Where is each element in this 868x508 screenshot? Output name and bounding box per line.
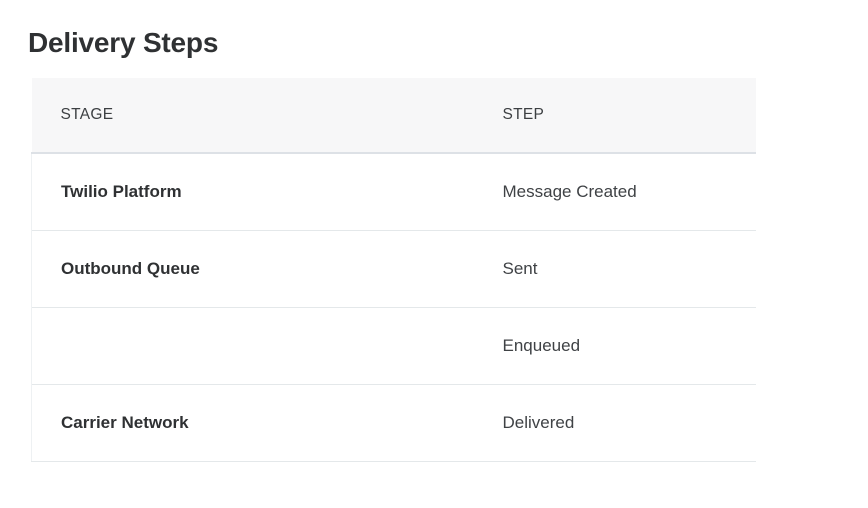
delivery-steps-table: STAGE STEP Twilio Platform Message Creat… [31,78,756,462]
cell-stage: Outbound Queue [31,229,472,307]
table-row: Carrier Network Delivered [31,383,756,462]
cell-step: Message Created [502,181,637,201]
cell-stage: Twilio Platform [31,153,472,230]
table-row: Outbound Queue Sent [31,229,756,307]
table-header: STAGE STEP [31,78,756,154]
page-title: Delivery Steps [28,26,219,58]
cell-step: Sent [471,229,756,307]
table-row: Twilio Platform Message Created [31,153,756,230]
column-header-stage[interactable]: STAGE [31,78,472,154]
cell-stage: Carrier Network [31,383,472,462]
column-header-step[interactable]: STEP [471,78,756,154]
delivery-steps-table-container: STAGE STEP Twilio Platform Message Creat… [31,78,756,462]
table-header-row: STAGE STEP [31,78,756,154]
cell-stage [31,306,472,384]
cell-step: Delivered [471,383,756,462]
table-body: Twilio Platform Message Created Outbound… [31,153,756,462]
table-row: Enqueued [31,306,756,384]
cell-step: Enqueued [471,306,756,384]
